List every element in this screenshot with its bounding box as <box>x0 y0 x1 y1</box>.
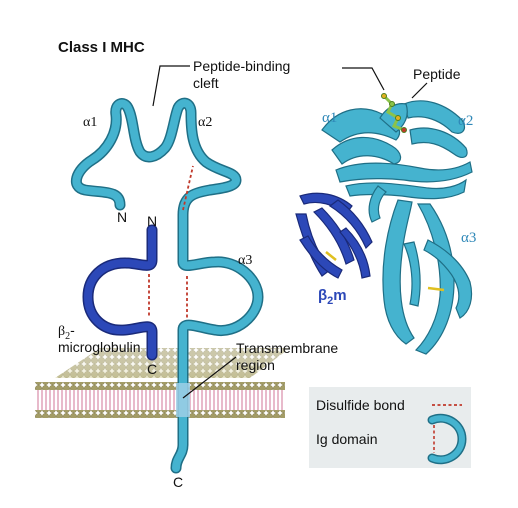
cleft-label-line2: cleft <box>193 75 219 91</box>
heavy-chain-schematic <box>70 97 264 474</box>
peptide-label: Peptide <box>413 66 461 82</box>
tm-leader-line <box>182 356 237 399</box>
cleft-label-line1: Peptide-binding <box>193 58 290 74</box>
b2m-domain <box>295 192 373 279</box>
diagram-title: Class I MHC <box>58 39 145 56</box>
ribbon-alpha1-label: α1 <box>322 110 337 126</box>
alpha3-label: α3 <box>238 253 252 268</box>
ribbon-b2m-label: β2m <box>318 287 347 307</box>
peptide-structure <box>381 93 407 133</box>
c-terminus-b2m-label: C <box>147 361 157 377</box>
ribbon-structure: Peptide <box>295 66 476 355</box>
b2m-label-line1: β2- <box>58 322 75 342</box>
alpha3-domain <box>368 185 473 355</box>
legend-ig-domain-label: Ig domain <box>316 431 377 447</box>
n-terminus-b2m-label: N <box>147 213 157 229</box>
legend-disulfide-label: Disulfide bond <box>316 397 405 413</box>
n-terminus-heavy-label: N <box>117 209 127 225</box>
alpha1-alpha2-domain <box>321 100 473 200</box>
b2m-label-line2: microglobulin <box>58 339 140 355</box>
lipid-bilayer <box>35 348 290 418</box>
c-terminus-heavy-label: C <box>173 474 183 490</box>
b2m-schematic <box>82 224 158 361</box>
legend-box <box>309 387 471 468</box>
alpha1-label: α1 <box>83 115 97 130</box>
tm-label-line2: region <box>236 357 275 373</box>
legend-ig-domain-swatch <box>427 413 467 465</box>
peptide-leader-line <box>342 67 385 91</box>
alpha2-label: α2 <box>198 115 212 130</box>
ribbon-alpha3-label: α3 <box>461 230 476 246</box>
tm-label-line1: Transmembrane <box>236 340 338 356</box>
transmembrane-segment <box>176 383 190 417</box>
legend: Disulfide bond Ig domain <box>309 387 471 468</box>
ribbon-alpha2-label: α2 <box>458 113 473 129</box>
cleft-leader-line <box>152 65 190 107</box>
disulfide-bond-alpha2 <box>182 165 194 211</box>
